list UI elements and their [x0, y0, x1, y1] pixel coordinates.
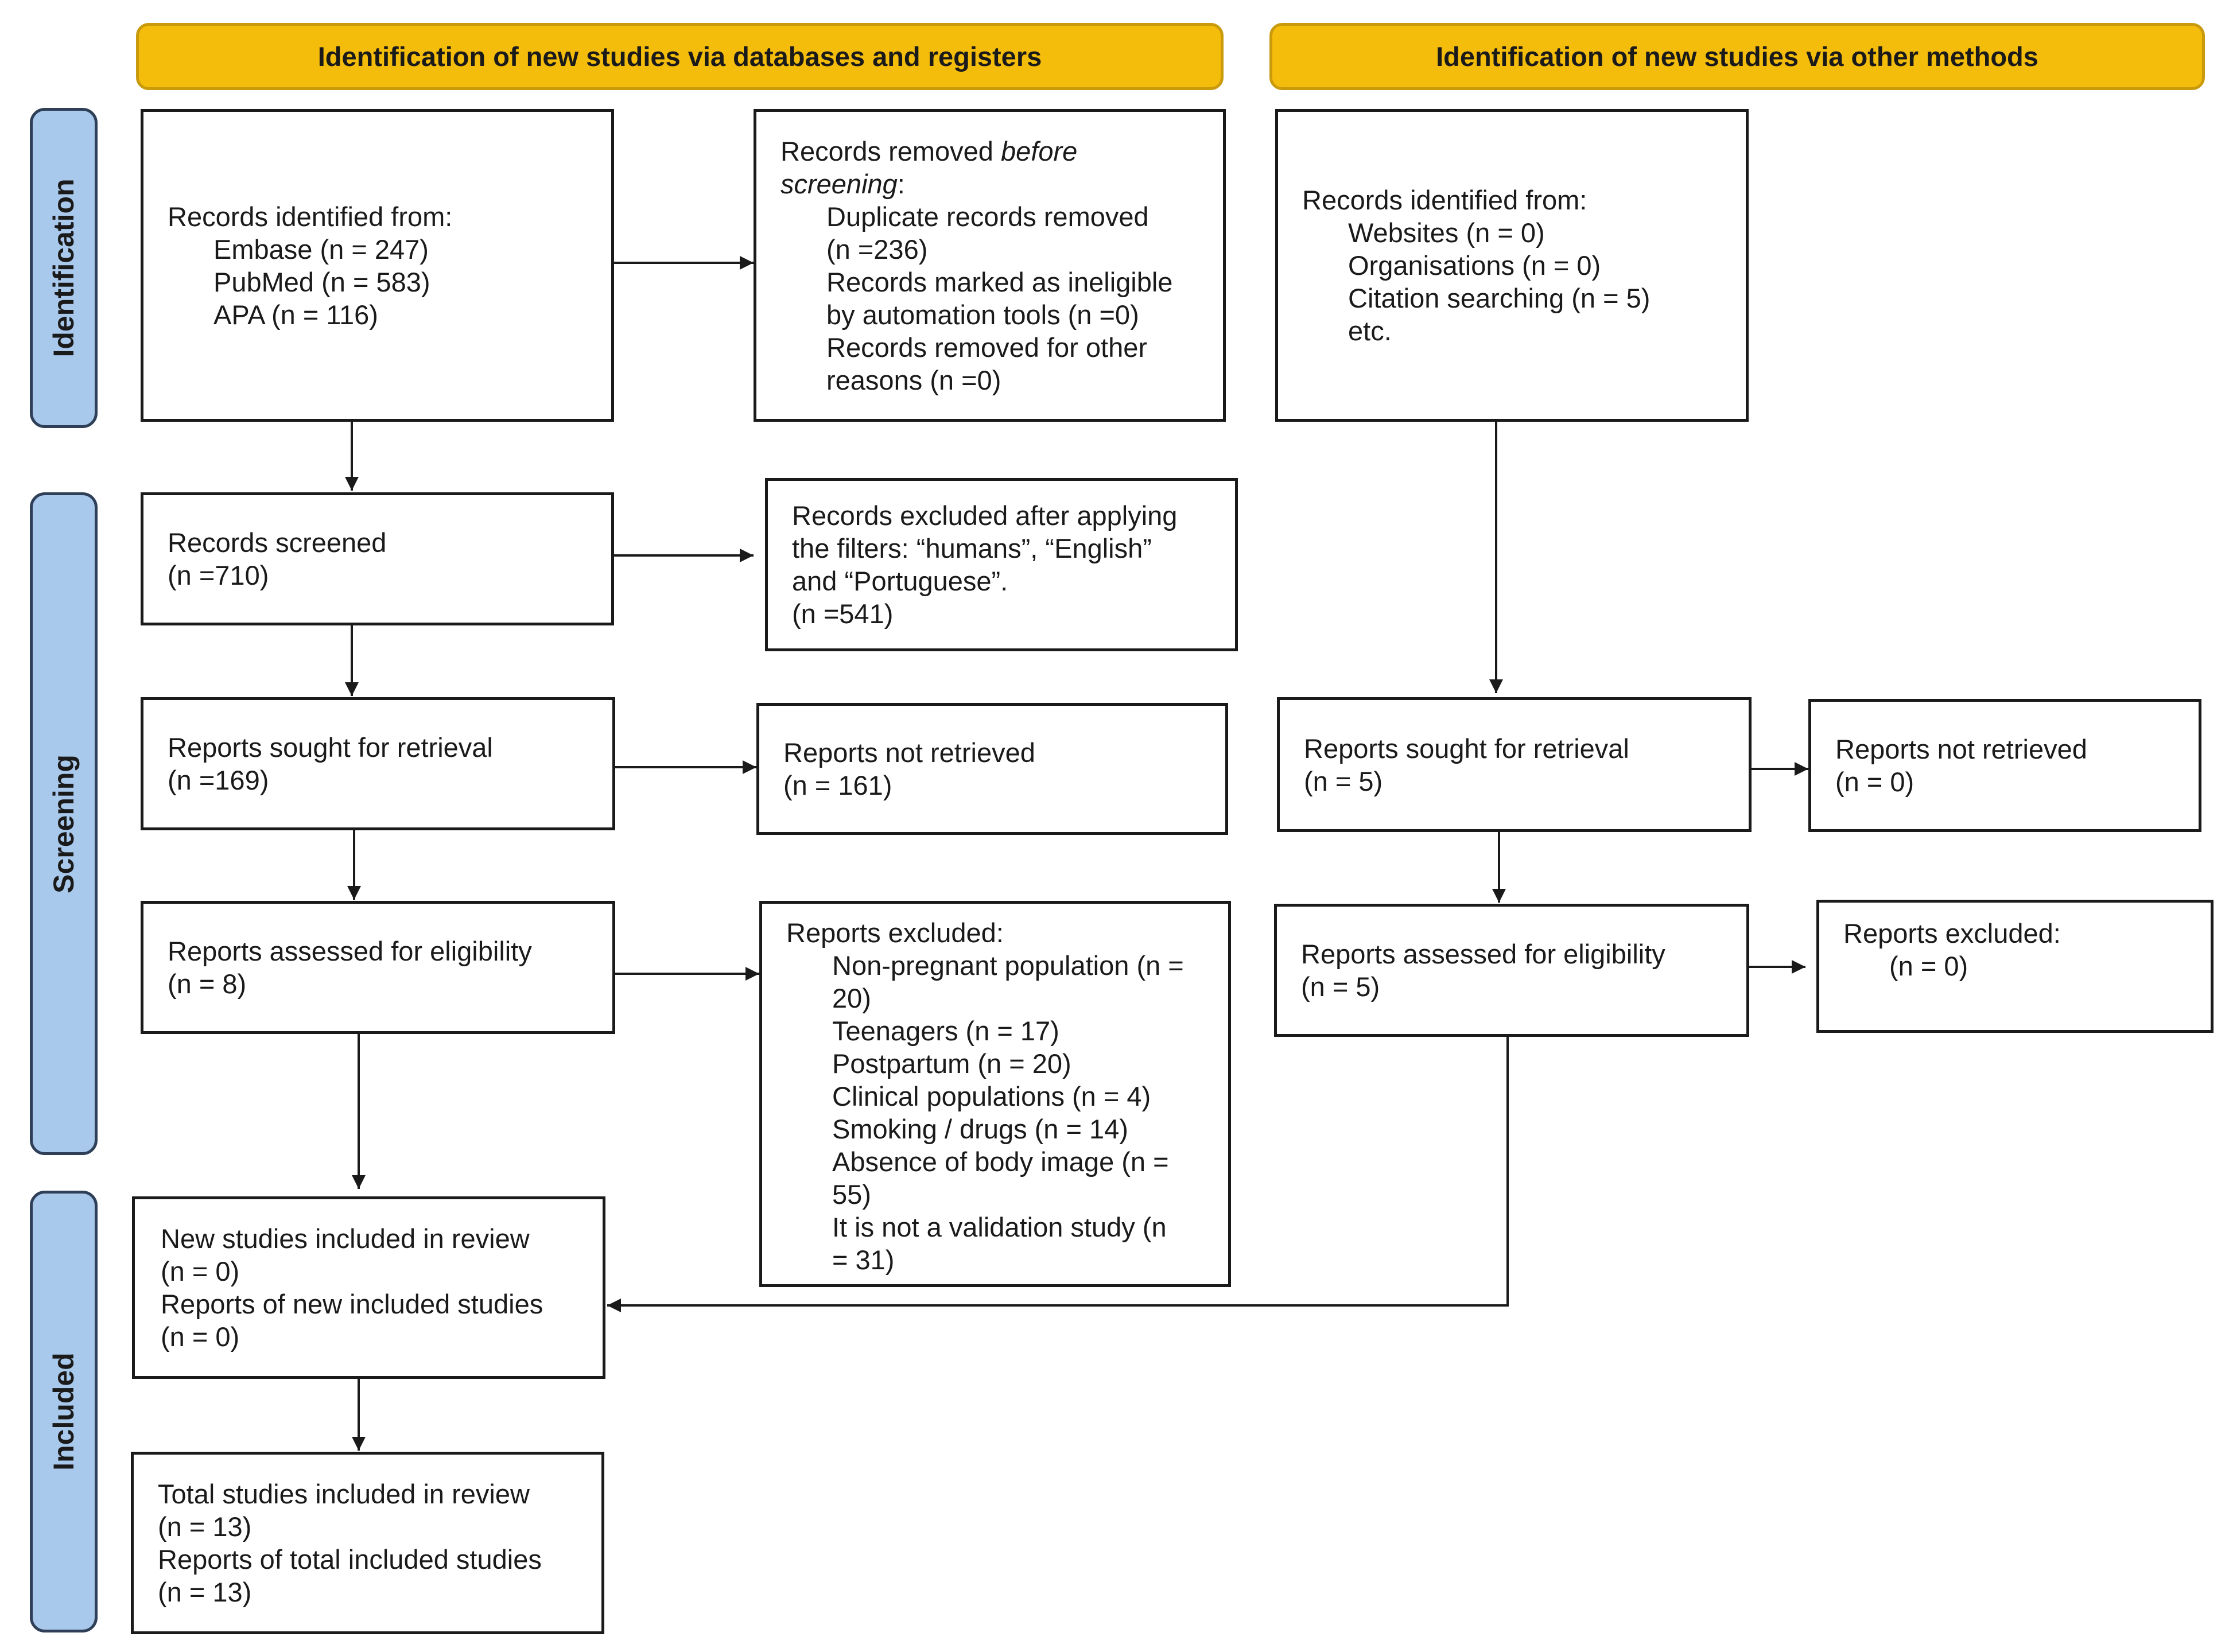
source-organisations: Organisations (n = 0)	[1348, 250, 1601, 281]
reports-excluded-line: 20)	[832, 983, 871, 1013]
records-removed-line: Records removed for other	[826, 332, 1148, 363]
other-reports-sought-count: (n = 5)	[1304, 765, 1383, 796]
records-screened-label: Records screened	[168, 527, 387, 558]
records-excluded-box: Records excluded after applying the filt…	[765, 478, 1238, 651]
total-included-box: Total studies included in review (n = 13…	[131, 1452, 604, 1634]
other-reports-assessed-count: (n = 5)	[1301, 971, 1380, 1002]
new-included-line: Reports of new included studies	[161, 1289, 543, 1319]
total-included-line: (n = 13)	[158, 1511, 252, 1542]
records-excluded-line: and “Portuguese”.	[792, 566, 1008, 596]
records-excluded-line: (n =541)	[792, 598, 894, 629]
other-reports-sought-box: Reports sought for retrieval (n = 5)	[1277, 697, 1752, 832]
other-reports-excluded-box: Reports excluded: (n = 0)	[1816, 900, 2214, 1033]
records-removed-box: Records removed before screening: Duplic…	[754, 109, 1226, 422]
other-reports-not-retrieved-label: Reports not retrieved	[1835, 734, 2087, 764]
records-removed-line: Records marked as ineligible	[826, 267, 1173, 297]
reports-excluded-line: 55)	[832, 1179, 871, 1210]
records-identified-box: Records identified from: Embase (n = 247…	[141, 109, 614, 422]
records-removed-line: reasons (n =0)	[826, 365, 1001, 395]
source-etc: etc.	[1348, 316, 1392, 346]
reports-excluded-line: Smoking / drugs (n = 14)	[832, 1114, 1128, 1144]
reports-excluded-line: Absence of body image (n =	[832, 1146, 1169, 1177]
total-included-line: Reports of total included studies	[158, 1544, 542, 1575]
header-other-methods: Identification of new studies via other …	[1269, 23, 2205, 90]
records-excluded-line: the filters: “humans”, “English”	[792, 533, 1152, 563]
source-citation-searching: Citation searching (n = 5)	[1348, 283, 1651, 313]
header-databases: Identification of new studies via databa…	[136, 23, 1224, 90]
records-identified-title: Records identified from:	[168, 201, 453, 232]
reports-assessed-label: Reports assessed for eligibility	[168, 936, 532, 966]
new-included-box: New studies included in review (n = 0) R…	[132, 1196, 605, 1379]
records-excluded-line: Records excluded after applying	[792, 500, 1178, 531]
source-websites: Websites (n = 0)	[1348, 217, 1545, 248]
reports-excluded-line: It is not a validation study (n	[832, 1212, 1167, 1242]
reports-not-retrieved-count: (n = 161)	[783, 770, 892, 800]
total-included-line: (n = 13)	[158, 1577, 252, 1607]
records-removed-title-screening: screening	[780, 169, 898, 199]
reports-assessed-box: Reports assessed for eligibility (n = 8)	[141, 901, 615, 1034]
total-included-line: Total studies included in review	[158, 1479, 530, 1509]
other-reports-excluded-title: Reports excluded:	[1843, 918, 2061, 949]
other-reports-assessed-label: Reports assessed for eligibility	[1301, 939, 1665, 969]
records-screened-count: (n =710)	[168, 560, 269, 590]
reports-excluded-line: Postpartum (n = 20)	[832, 1048, 1071, 1079]
source-apa: APA (n = 116)	[213, 299, 378, 330]
source-pubmed: PubMed (n = 583)	[213, 266, 430, 297]
records-removed-line: Duplicate records removed	[826, 201, 1149, 232]
new-included-line: New studies included in review	[161, 1223, 530, 1254]
source-embase: Embase (n = 247)	[213, 234, 429, 265]
other-reports-not-retrieved-box: Reports not retrieved (n = 0)	[1808, 699, 2201, 832]
reports-excluded-line: = 31)	[832, 1245, 895, 1275]
records-removed-title: Records removed before	[780, 135, 1206, 168]
records-removed-title-prefix: Records removed	[780, 136, 1001, 166]
new-included-line: (n = 0)	[161, 1256, 240, 1286]
other-reports-not-retrieved-count: (n = 0)	[1835, 767, 1915, 797]
phase-included: Included	[30, 1191, 98, 1632]
reports-excluded-line: Non-pregnant population (n =	[832, 950, 1184, 981]
reports-excluded-title: Reports excluded:	[786, 918, 1004, 948]
arrow-other-assessed-to-new-included	[607, 1035, 1509, 1312]
reports-excluded-box: Reports excluded: Non-pregnant populatio…	[759, 901, 1231, 1287]
reports-assessed-count: (n = 8)	[168, 969, 247, 999]
reports-not-retrieved-box: Reports not retrieved (n = 161)	[756, 703, 1228, 835]
reports-sought-label: Reports sought for retrieval	[168, 732, 493, 763]
reports-excluded-line: Teenagers (n = 17)	[832, 1016, 1059, 1046]
other-reports-sought-label: Reports sought for retrieval	[1304, 733, 1629, 764]
other-reports-excluded-count: (n = 0)	[1889, 951, 1968, 981]
records-removed-title-before: before	[1001, 136, 1078, 166]
other-records-identified-box: Records identified from: Websites (n = 0…	[1275, 109, 1749, 422]
other-reports-assessed-box: Reports assessed for eligibility (n = 5)	[1274, 904, 1749, 1037]
records-removed-title-line2: screening:	[780, 168, 1206, 200]
other-records-identified-title: Records identified from:	[1302, 185, 1587, 215]
phase-identification: Identification	[30, 108, 98, 428]
records-removed-line: by automation tools (n =0)	[826, 300, 1139, 330]
reports-excluded-line: Clinical populations (n = 4)	[832, 1081, 1151, 1111]
new-included-line: (n = 0)	[161, 1321, 240, 1352]
records-screened-box: Records screened (n =710)	[141, 492, 614, 625]
reports-sought-box: Reports sought for retrieval (n =169)	[141, 697, 615, 830]
records-removed-line: (n =236)	[826, 234, 928, 265]
reports-sought-count: (n =169)	[168, 765, 269, 795]
reports-not-retrieved-label: Reports not retrieved	[783, 737, 1035, 768]
records-removed-title-colon: :	[897, 169, 905, 199]
phase-screening: Screening	[30, 492, 98, 1155]
